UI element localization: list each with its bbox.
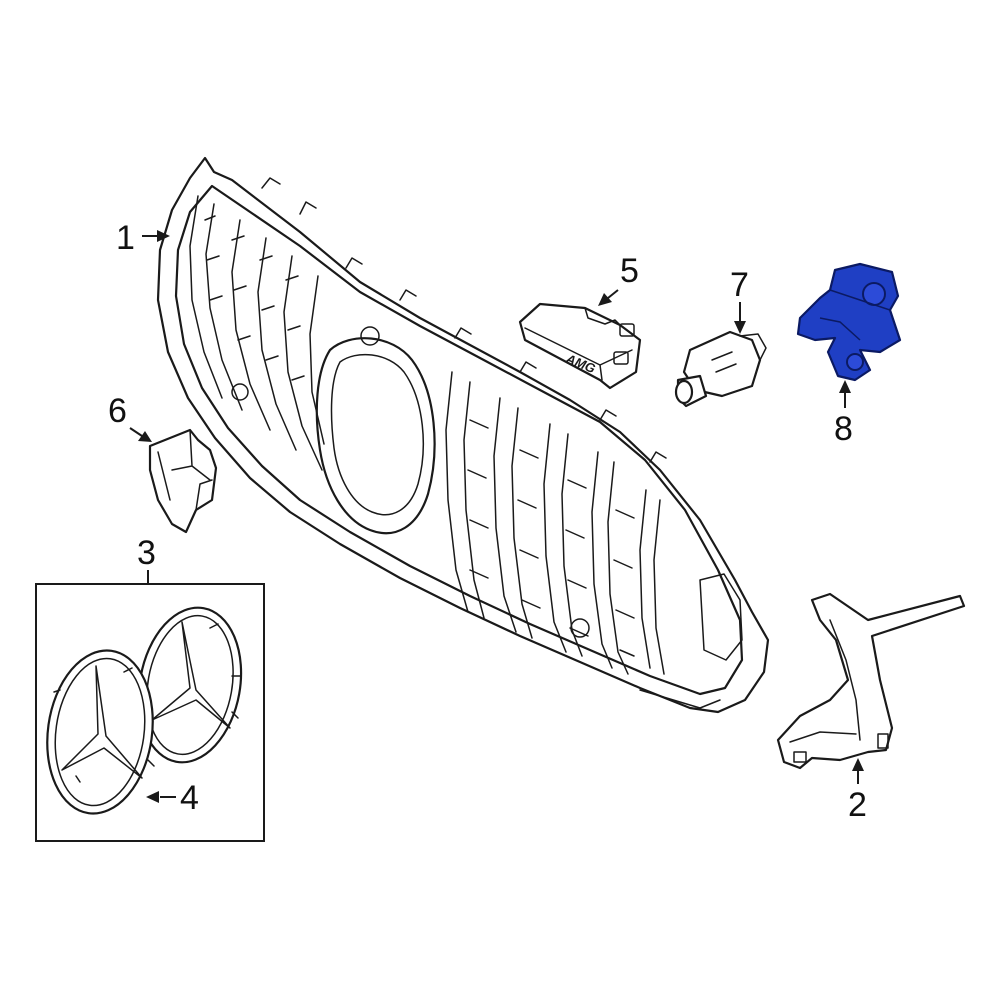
grille-part-1[interactable]: [156, 156, 770, 714]
callout-5: 5: [620, 252, 639, 290]
leader-7: [734, 302, 746, 334]
emblem-front-part-4[interactable]: [37, 644, 163, 821]
sensor-part-7[interactable]: [674, 330, 767, 408]
callout-3: 3: [137, 534, 156, 572]
amg-badge-part-5[interactable]: AMG: [518, 302, 642, 390]
callout-6: 6: [108, 392, 127, 430]
part-3-group-box: [35, 583, 265, 842]
leader-1: [142, 230, 170, 242]
callout-8: 8: [834, 410, 853, 448]
leader-4: [146, 791, 176, 803]
callout-1: 1: [116, 219, 135, 257]
leader-6: [129, 427, 152, 442]
emblem-back[interactable]: [127, 600, 253, 771]
group-frame: [35, 583, 265, 842]
leader-8: [839, 380, 851, 408]
bracket-part-2[interactable]: [776, 592, 966, 770]
bracket-part-8-highlighted[interactable]: [796, 262, 902, 382]
leader-5: [598, 289, 619, 306]
bracket-part-6[interactable]: [148, 428, 218, 534]
callout-2: 2: [848, 786, 867, 824]
callout-7: 7: [730, 266, 749, 304]
callout-4: 4: [180, 779, 199, 817]
leader-2: [852, 758, 864, 784]
